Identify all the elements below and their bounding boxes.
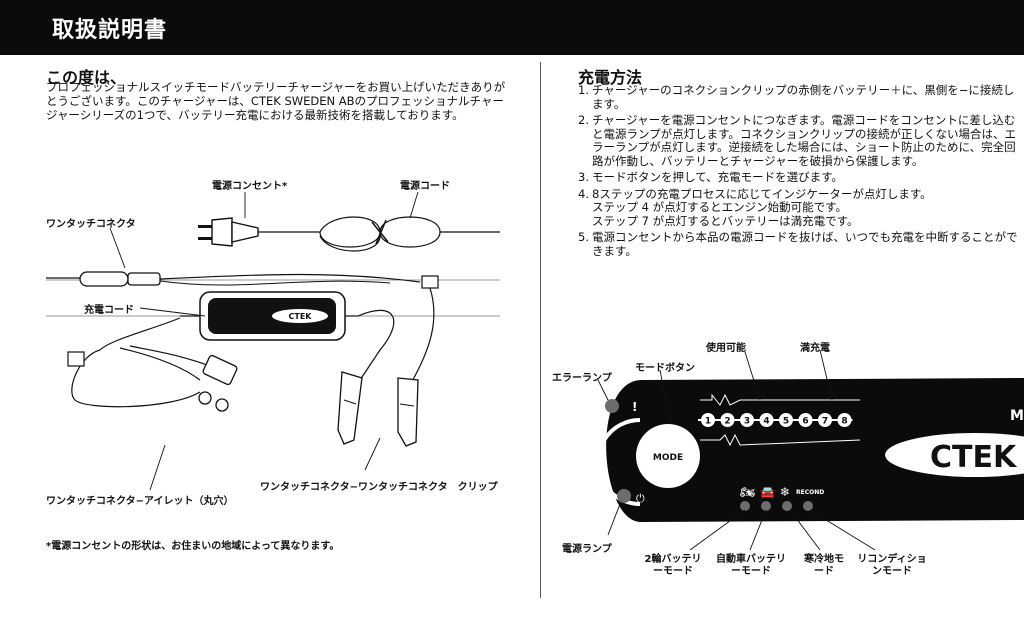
step-number-8: 8 — [841, 417, 847, 427]
panel-model-initial: M — [1010, 408, 1024, 424]
mode-button-icon — [636, 424, 700, 488]
battery-clip-icon — [337, 371, 419, 447]
header-bar — [0, 0, 1024, 55]
charging-step: 1. チャージャーのコネクションクリップの赤側をバッテリー＋に、黒側を−に接続し… — [578, 83, 1015, 111]
mode-button-text: MODE — [653, 453, 683, 463]
column-divider — [540, 62, 541, 598]
label-power-cord: 電源コード — [400, 181, 450, 192]
step-indicator-7 — [818, 413, 832, 427]
step-indicator-4 — [759, 413, 774, 427]
one-touch-connector-icon — [46, 271, 421, 287]
label-outlet: 電源コンセント* — [212, 181, 288, 192]
recond-text: RECOND — [796, 489, 824, 496]
step-indicator-1 — [701, 413, 715, 427]
intro-title: この度は、 — [46, 68, 127, 87]
error-lamp-icon — [605, 399, 619, 413]
label-error-lamp: エラーランプ — [552, 373, 612, 384]
label-clip-connector: ワンタッチコネクタ−ワンタッチコネクタ クリップ — [260, 482, 498, 493]
step-indicator-2 — [720, 413, 735, 427]
label-full-charge: 満充電 — [800, 343, 830, 354]
step-number-6: 6 — [802, 417, 808, 427]
label-one-touch-connector: ワンタッチコネクタ — [46, 219, 136, 230]
step-indicator-6 — [798, 413, 813, 427]
outlet-note: *電源コンセントの形状は、お住まいの地域によって異なります。 — [46, 541, 340, 552]
charging-step: 2. チャージャーを電源コンセントにつなぎます。電源コードをコンセントに差し込む… — [578, 113, 1017, 168]
charger-unit-icon: CTEK — [180, 291, 358, 341]
label-mode-button: モードボタン — [635, 363, 695, 374]
intro-body: プロフェッショナルスイッチモードバッテリーチャージャーをお買い上げいただきありが… — [46, 80, 506, 122]
motorcycle-icon: 🏍 — [740, 485, 755, 499]
charging-steps-list: 1. チャージャーのコネクションクリップの赤側をバッテリー＋に、黒側を−に接続し… — [578, 83, 1023, 261]
label-motorcycle-mode: 2輪バッテリーモード — [644, 554, 702, 577]
charging-step: 3. モードボタンを押して、充電モードを選びます。 — [578, 170, 843, 184]
step-number-3: 3 — [744, 417, 750, 427]
label-charge-cord: 充電コード — [84, 305, 134, 316]
charger-diagram: CTEK — [46, 191, 500, 491]
warning-icon: ! — [632, 400, 637, 414]
charging-step: 4. 8ステップの充電プロセスに応じてインジケーターが点灯します。 ステップ 4… — [578, 186, 932, 228]
label-cold-mode: 寒冷地モード — [804, 554, 844, 577]
power-icon: ⏻ — [636, 492, 645, 505]
power-lamp-icon — [617, 489, 631, 503]
page-title: 取扱説明書 — [52, 18, 168, 43]
eyelet-connector-icon — [67, 317, 238, 412]
label-usable: 使用可能 — [706, 343, 746, 354]
charging-step: 5. 電源コンセントから本品の電源コードを抜けば、いつでも充電を中断することがで… — [578, 230, 1018, 258]
charging-title: 充電方法 — [578, 68, 643, 87]
label-recond-mode: リコンディショ ンモード — [857, 554, 927, 577]
step-number-4: 4 — [763, 417, 769, 427]
label-eyelet-connector: ワンタッチコネクタ−アイレット（丸穴） — [46, 496, 234, 507]
power-cord-line — [258, 216, 441, 248]
snowflake-icon: ❄ — [780, 485, 790, 499]
step-indicator-3 — [740, 413, 754, 427]
step-indicator-row: 1 2 3 4 5 6 7 8 — [698, 413, 853, 427]
label-power-lamp: 電源ランプ — [562, 544, 612, 555]
label-car-mode: 自動車バッテリーモード — [716, 554, 786, 577]
step-number-7: 7 — [822, 417, 828, 427]
wall-plug-icon — [198, 217, 259, 247]
step-number-1: 1 — [705, 417, 711, 427]
step-indicator-5 — [779, 413, 793, 427]
step-number-2: 2 — [724, 417, 730, 427]
panel-brand-text: CTEK — [930, 440, 1018, 475]
step-indicator-8 — [837, 413, 852, 427]
car-icon: 🚘 — [760, 485, 775, 499]
charger-brand-text: CTEK — [289, 312, 313, 321]
step-number-5: 5 — [783, 417, 789, 427]
